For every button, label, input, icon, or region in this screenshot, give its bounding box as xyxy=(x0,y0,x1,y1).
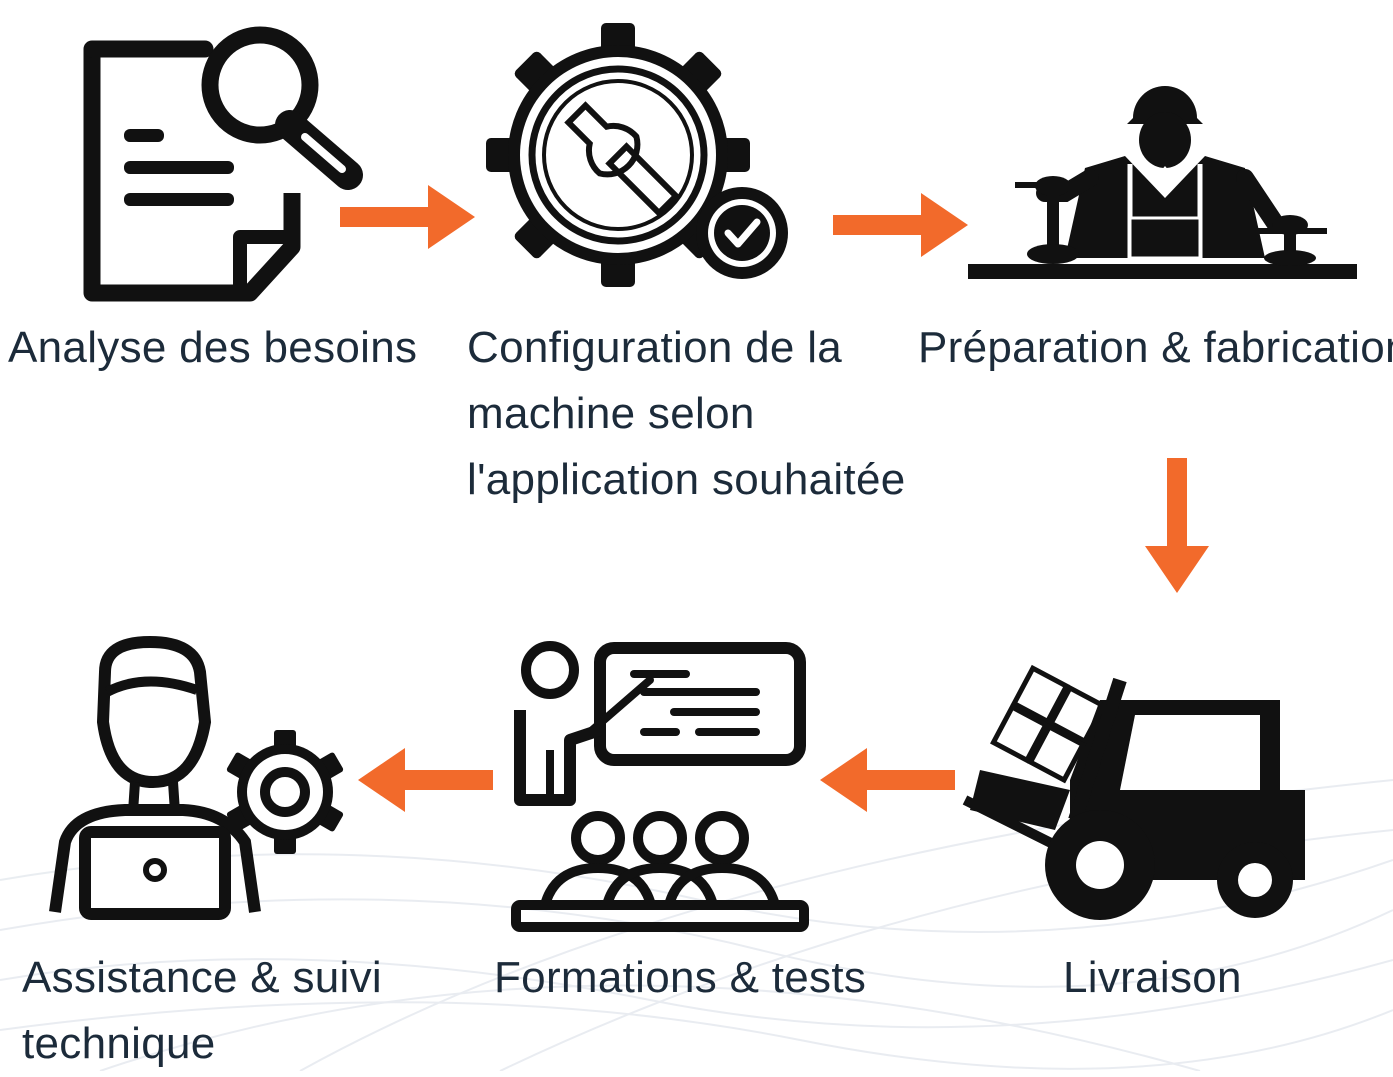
step-label-assistance: Assistance & suivi technique xyxy=(22,945,382,1077)
step-label-configuration-line-3: l'application souhaitée xyxy=(467,455,906,504)
arrow-down xyxy=(1145,458,1209,593)
step-label-livraison: Livraison xyxy=(1063,953,1242,1002)
step-label-configuration-line-1: Configuration de la xyxy=(467,323,843,372)
step-label-assistance-line-2: technique xyxy=(22,1019,216,1068)
arrow-right-2 xyxy=(833,193,968,257)
step-label-configuration-line-2: machine selon xyxy=(467,389,755,438)
arrow-right-1 xyxy=(340,185,475,249)
document-magnifier-icon xyxy=(83,26,363,302)
step-label-assistance-line-1: Assistance & suivi xyxy=(22,953,382,1002)
arrow-left-2 xyxy=(358,748,493,812)
support-agent-gear-icon xyxy=(49,635,344,920)
worker-workbench-icon xyxy=(968,86,1357,279)
arrow-left-1 xyxy=(820,748,955,812)
gear-wrench-check-icon xyxy=(486,23,788,287)
step-label-formations: Formations & tests xyxy=(494,953,867,1002)
presentation-audience-icon xyxy=(511,641,809,932)
forklift-icon xyxy=(962,664,1305,920)
step-label-configuration: Configuration de la machine selon l'appl… xyxy=(467,315,906,513)
step-label-preparation: Préparation & fabrication xyxy=(918,323,1393,372)
step-label-analyse: Analyse des besoins xyxy=(8,323,418,372)
